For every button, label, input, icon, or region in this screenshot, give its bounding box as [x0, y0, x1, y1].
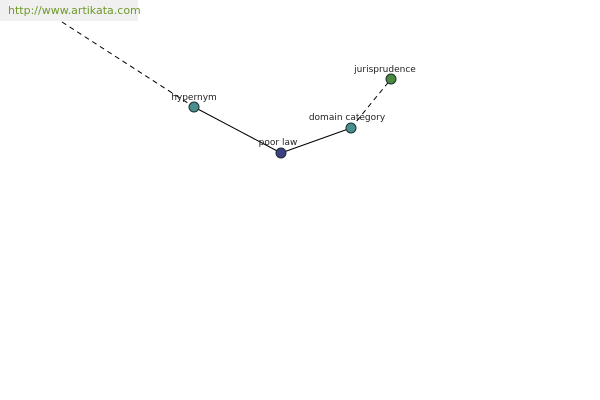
edge-poor-law-hypernym: [193, 106, 282, 154]
edge-hypernym-offscreen: [61, 21, 195, 108]
edge-poor-law-domain: [280, 127, 352, 154]
node-domain-category[interactable]: [345, 122, 357, 134]
label-jurisprudence[interactable]: jurisprudence: [353, 65, 416, 75]
node-jurisprudence[interactable]: [385, 73, 397, 85]
label-hypernym[interactable]: hypernym: [171, 93, 217, 103]
label-domain-category[interactable]: domain category: [309, 113, 386, 123]
node-poor-law[interactable]: [275, 147, 287, 159]
label-poor-law[interactable]: poor law: [259, 138, 298, 148]
site-watermark[interactable]: http://www.artikata.com: [0, 0, 141, 21]
node-hypernym[interactable]: [188, 101, 200, 113]
edge-domain-jurisprudence: [350, 78, 392, 129]
